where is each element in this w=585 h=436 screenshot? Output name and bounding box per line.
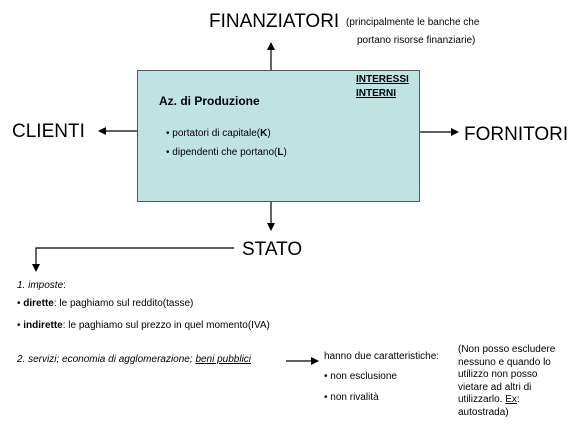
fornitori-label: FORNITORI [464,124,569,145]
finanziatori-note-line1: (principalmente le banche che [346,17,480,28]
clienti-label: CLIENTI [12,121,85,142]
box-item-capitale: • portatori di capitale(K) [166,128,271,139]
azienda-box [137,70,420,202]
finanziatori-note-line2: portano risorse finanziarie) [357,35,476,46]
caratteristiche-esclusione: • non esclusione [324,371,397,382]
note-line2: nessuno e quando lo [458,356,551,368]
finanziatori-label: FINANZIATORI [209,11,340,32]
imposte-indirette: • indirette: le paghiamo sul prezzo in q… [17,320,270,331]
interessi-line1: INTERESSI [356,74,409,85]
stato-label: STATO [242,239,303,260]
note-line3: utilizzo non posso [458,369,538,380]
box-title: Az. di Produzione [159,94,260,108]
note-line4: vietare ad altri di [458,381,532,393]
caratteristiche-heading: hanno due caratteristiche: [324,351,440,362]
note-line1: (Non posso escludere [458,344,556,355]
imposte-dirette: • dirette: le paghiamo sul reddito(tasse… [17,298,194,309]
note-line6: autostrada) [458,406,509,418]
servizi-line: 2. servizi; economia di agglomerazione; … [17,354,252,365]
interessi-line2: INTERNI [356,88,396,99]
caratteristiche-rivalita: • non rivalità [324,392,379,403]
note-line5: utilizzarlo. Ex: [458,394,520,405]
box-item-dipendenti: • dipendenti che portano(L) [166,147,287,158]
arrow-stato-down [32,247,234,272]
imposte-heading: 1. imposte: [17,280,66,291]
caratteristiche-note: (Non posso escludere nessuno e quando lo… [458,344,555,419]
